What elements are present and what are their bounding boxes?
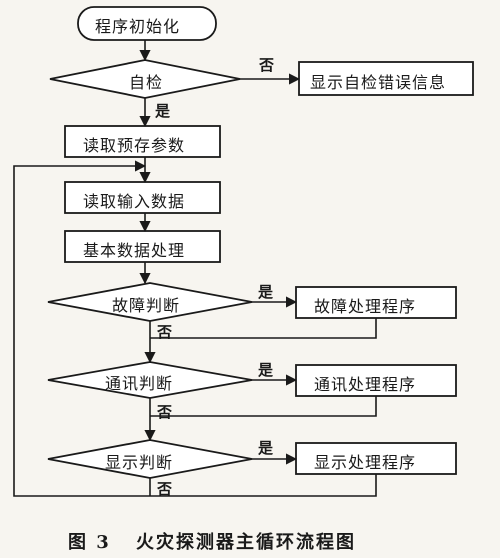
edge-loop-back (13, 160, 150, 497)
edge-fault-handler-return (150, 318, 377, 339)
edge-comm-handler-return (150, 396, 377, 417)
comm-no-label: 否 (157, 403, 173, 421)
self-check-label: 自检 (129, 73, 164, 92)
comm-judge-label: 通讯判断 (105, 374, 174, 393)
read-input-label: 读取输入数据 (83, 192, 186, 211)
self-check-no-label: 否 (259, 56, 275, 74)
fault-no-label: 否 (157, 323, 173, 341)
display-judge-label: 显示判断 (105, 453, 174, 472)
fault-yes-label: 是 (258, 283, 274, 301)
figure-number: 图 3 (68, 532, 111, 553)
show-error-label: 显示自检错误信息 (310, 73, 447, 92)
start-terminal-shape (77, 6, 217, 41)
basic-process-label: 基本数据处理 (83, 241, 186, 260)
display-handler-label: 显示处理程序 (314, 453, 417, 472)
comm-handler-box-shape (295, 364, 457, 397)
self-check-yes-label: 是 (155, 102, 171, 120)
fault-judge-label: 故障判断 (112, 296, 181, 315)
read-preset-label: 读取预存参数 (83, 136, 186, 155)
comm-handler-label: 通讯处理程序 (314, 375, 417, 394)
fault-handler-label: 故障处理程序 (314, 297, 417, 316)
basic-process-box-shape (64, 230, 221, 263)
start-terminal-label: 程序初始化 (95, 17, 181, 36)
display-yes-label: 是 (258, 439, 274, 457)
edge-display-handler-return (150, 474, 377, 497)
comm-yes-label: 是 (258, 361, 274, 379)
figure-caption: 火灾探测器主循环流程图 (136, 532, 356, 553)
show-error-box-shape (298, 61, 474, 96)
display-no-label: 否 (157, 480, 173, 498)
